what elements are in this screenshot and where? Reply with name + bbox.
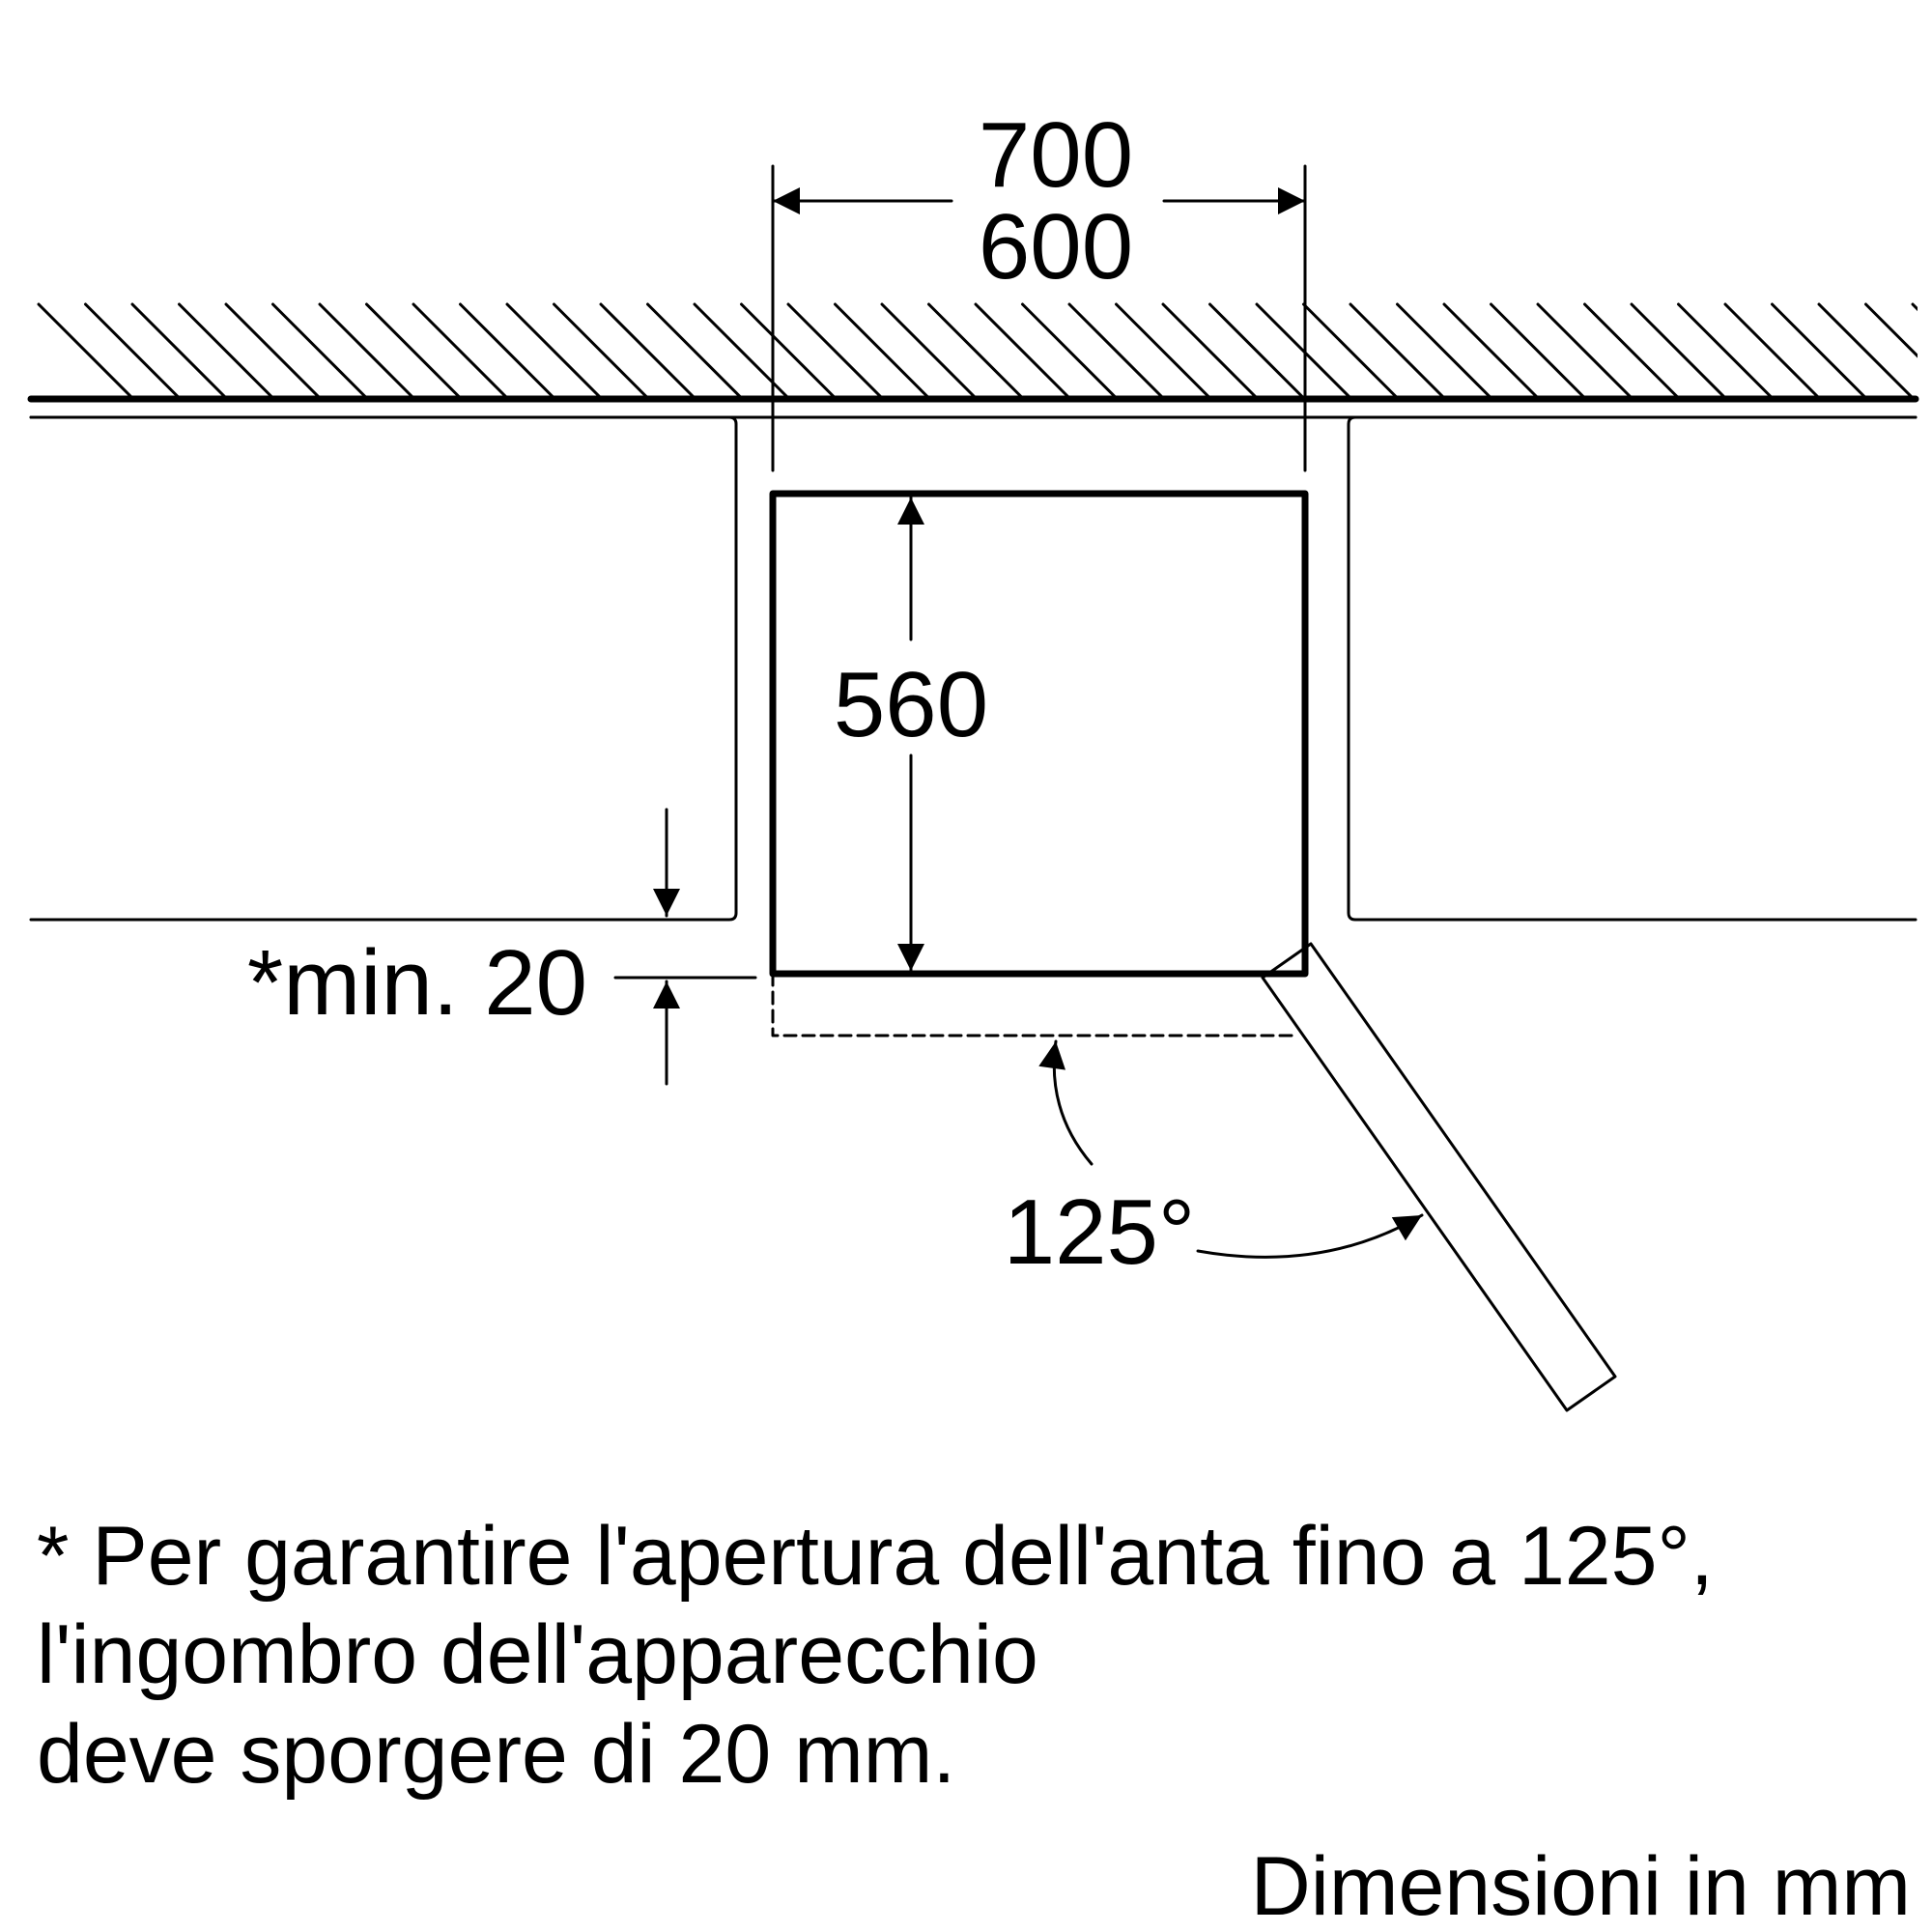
hatch-line: [1115, 302, 1212, 401]
hatch-line: [646, 302, 744, 401]
hatch-line: [224, 302, 323, 401]
hatch-line: [974, 302, 1072, 401]
door-angle-dimension: 125°: [1004, 1039, 1424, 1284]
hatch-line: [1583, 302, 1681, 401]
hatch-line: [84, 302, 182, 401]
hatch-line: [1911, 302, 1918, 312]
hatch-line: [1442, 302, 1541, 401]
angle-arc-start: [1038, 1039, 1094, 1166]
hatch-line: [318, 302, 416, 401]
hatch-line: [553, 302, 650, 401]
hatch-line: [37, 302, 135, 401]
footnote-line-3: deve sporgere di 20 mm.: [37, 1708, 955, 1801]
hatch-line: [599, 302, 697, 401]
hatch-line: [786, 302, 885, 401]
hatch-line: [1817, 302, 1916, 401]
depth-dimension: 560: [834, 496, 988, 973]
wall: [27, 302, 1919, 419]
hatch-line: [1677, 302, 1775, 401]
door-angle-label: 125°: [1004, 1180, 1196, 1284]
hatch-line: [1536, 302, 1634, 401]
hatch-line: [1490, 302, 1587, 401]
footnote-line-1: * Per garantire l'apertura dell'anta fin…: [37, 1510, 1714, 1603]
hatch-line: [178, 302, 275, 401]
units-label: Dimensioni in mm: [1251, 1840, 1911, 1932]
hatch-line: [927, 302, 1025, 401]
hatch-line: [365, 302, 463, 401]
hatch-line: [412, 302, 510, 401]
hatch-line: [740, 302, 838, 401]
footnote-line-2: l'ingombro dell'apparecchio: [37, 1608, 1038, 1701]
hatch-line: [1864, 302, 1918, 358]
open-door: [1261, 942, 1617, 1412]
protrusion-outline: [771, 972, 1296, 1037]
min-protrusion-dimension: *min. 20: [247, 808, 757, 1086]
hatch-line: [1396, 302, 1493, 401]
hatch-line: [693, 302, 791, 401]
min-protrusion-label: *min. 20: [247, 931, 587, 1035]
wall-hatching: [37, 302, 1918, 401]
hatch-line: [1349, 302, 1447, 401]
hatch-line: [271, 302, 369, 401]
footnote: * Per garantire l'apertura dell'anta fin…: [37, 1510, 1714, 1801]
hatch-line: [1302, 302, 1400, 401]
right-cabinet: [1347, 415, 1918, 922]
hatch-line: [880, 302, 979, 401]
hatch-line: [1723, 302, 1822, 401]
hatch-line: [1208, 302, 1306, 401]
appliance-body: [769, 490, 1309, 978]
hatch-line: [1021, 302, 1119, 401]
width-inner-label: 600: [979, 195, 1133, 298]
hatch-line: [1067, 302, 1166, 401]
depth-label: 560: [834, 653, 988, 756]
left-cabinet: [29, 415, 738, 922]
hatch-line: [1630, 302, 1728, 401]
angle-arc-end: [1196, 1213, 1424, 1259]
hatch-line: [1771, 302, 1868, 401]
hatch-line: [834, 302, 931, 401]
width-dimension: 700 600: [771, 103, 1307, 472]
hatch-line: [1161, 302, 1260, 401]
width-outer-label: 700: [979, 103, 1133, 207]
hatch-line: [459, 302, 556, 401]
hatch-line: [505, 302, 604, 401]
hatch-line: [130, 302, 229, 401]
